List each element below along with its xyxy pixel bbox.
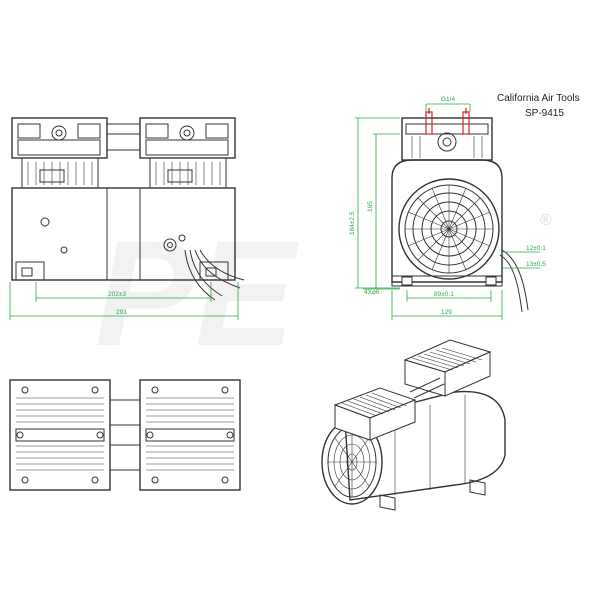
dim-right-lower: 13±0.5 xyxy=(526,261,546,268)
brand-title: California Air Tools xyxy=(497,93,580,104)
front-view xyxy=(9,117,245,320)
dim-side-total-width: 129 xyxy=(441,309,452,316)
dim-front-total: 291 xyxy=(116,309,127,316)
dim-side-height-body: 165 xyxy=(367,201,374,212)
top-view xyxy=(9,379,241,491)
dim-side-foot: 4X⌀6 xyxy=(364,289,380,296)
isometric-view xyxy=(321,339,506,511)
watermark-text: PE xyxy=(95,209,299,377)
dim-right-upper: 12±0.1 xyxy=(526,245,546,252)
dim-front-center: 202±3 xyxy=(108,291,126,298)
dim-side-height-total: 184±2.5 xyxy=(349,211,356,235)
dim-port-thread: G1/4 xyxy=(441,96,455,103)
model-number: SP-9415 xyxy=(525,108,564,119)
watermark-logo: PE xyxy=(95,209,299,377)
dim-side-bolt-spacing: 89±0.1 xyxy=(434,291,454,298)
registered-mark: ® xyxy=(540,212,552,229)
side-view xyxy=(355,103,540,320)
